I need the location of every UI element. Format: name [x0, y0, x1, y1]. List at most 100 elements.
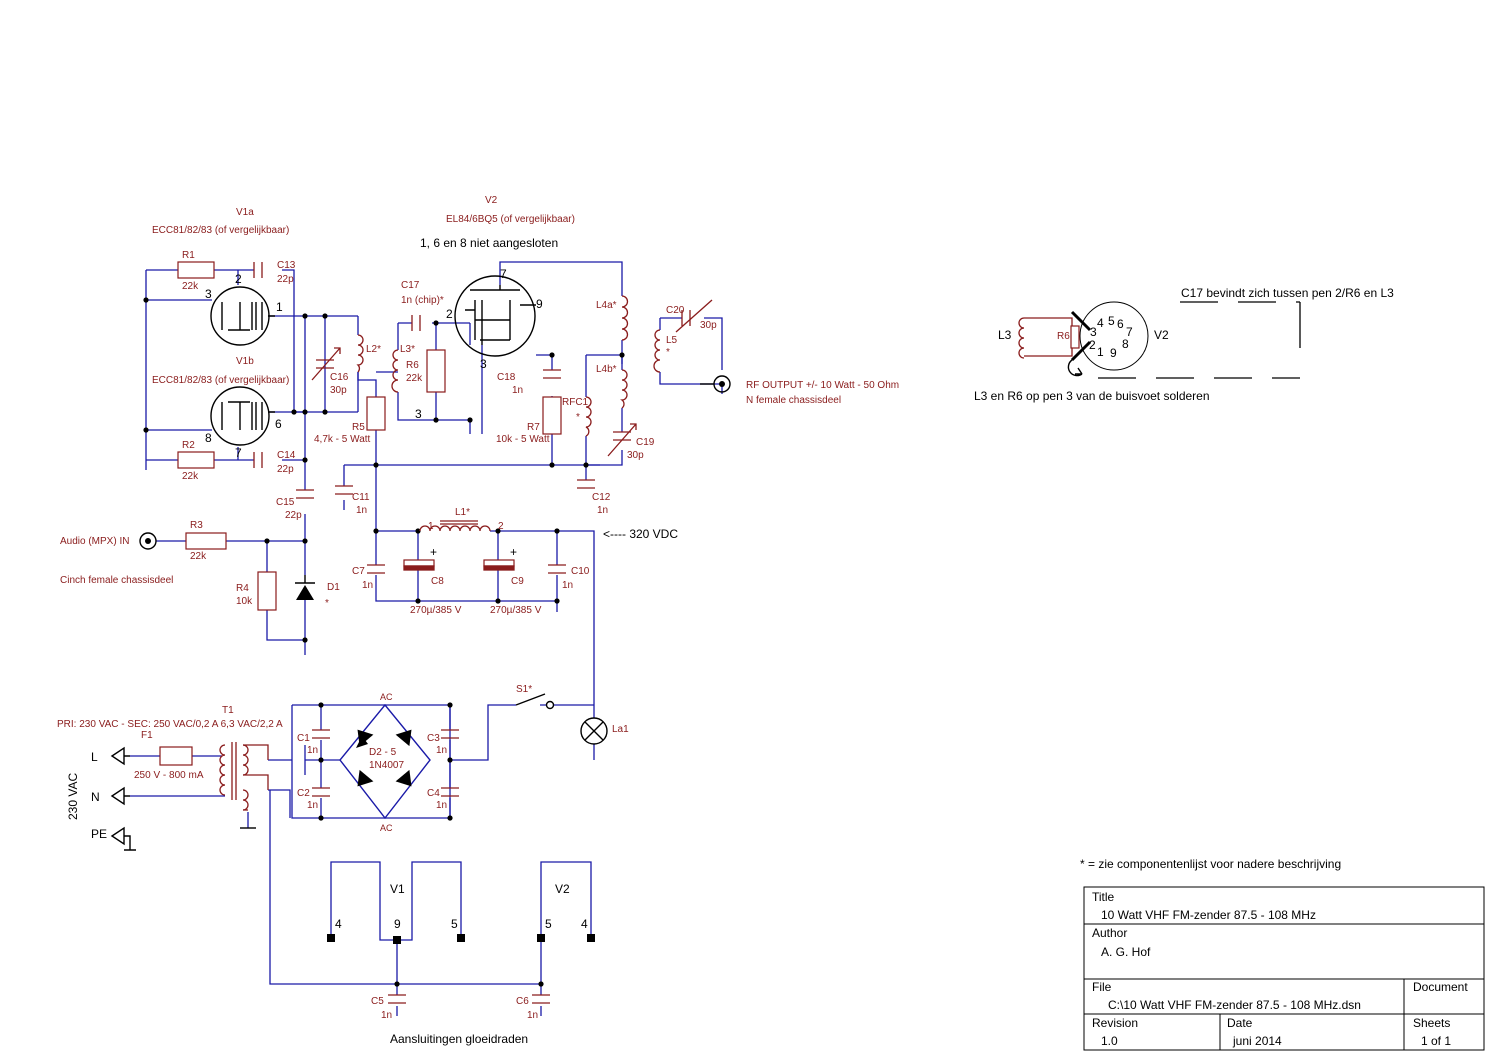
resistor-r4 [257, 571, 277, 611]
svg-text:C8: C8 [431, 576, 444, 587]
svg-text:22p: 22p [285, 510, 302, 521]
v2-note: 1, 6 en 8 niet aangesloten [420, 236, 558, 250]
svg-text:RFC1: RFC1 [562, 397, 589, 408]
svg-text:C7: C7 [352, 566, 365, 577]
v2-type: EL84/6BQ5 (of vergelijkbaar) [446, 214, 575, 225]
svg-text:22k: 22k [406, 373, 423, 384]
svg-text:8: 8 [205, 431, 212, 445]
svg-text:Title: Title [1092, 890, 1115, 904]
capacitor-c14 [253, 452, 263, 468]
svg-text:C15: C15 [276, 497, 295, 508]
svg-text:L4b*: L4b* [596, 364, 617, 375]
svg-text:1n: 1n [436, 745, 447, 756]
svg-text:2: 2 [1089, 338, 1096, 352]
bridge-rectifier [339, 703, 431, 820]
svg-text:C13: C13 [277, 260, 296, 271]
svg-text:1: 1 [276, 300, 283, 314]
svg-text:22k: 22k [182, 281, 199, 292]
svg-text:7: 7 [1126, 325, 1133, 339]
svg-text:L3*: L3* [400, 344, 415, 355]
capacitor-c6 [532, 994, 550, 1004]
capacitor-c13 [253, 262, 263, 278]
svg-text:30p: 30p [330, 385, 347, 396]
svg-text:Revision: Revision [1092, 1016, 1138, 1030]
title-block [1083, 886, 1485, 1051]
capacitor-c15 [296, 489, 314, 499]
capacitor-c3 [441, 729, 459, 739]
svg-text:D2 - 5: D2 - 5 [369, 747, 397, 758]
svg-text:R3: R3 [190, 520, 203, 531]
svg-text:*: * [666, 347, 670, 358]
svg-text:V1: V1 [390, 882, 405, 896]
svg-text:V2: V2 [555, 882, 570, 896]
svg-text:Audio (MPX) IN: Audio (MPX) IN [60, 536, 129, 547]
svg-text:6: 6 [275, 417, 282, 431]
capacitor-c16 [316, 359, 334, 369]
svg-text:C2: C2 [297, 788, 310, 799]
svg-text:270µ/385 V: 270µ/385 V [490, 605, 542, 616]
svg-text:1n: 1n [307, 745, 318, 756]
svg-text:C10: C10 [571, 566, 590, 577]
svg-text:3: 3 [415, 407, 422, 421]
svg-text:4: 4 [335, 917, 342, 931]
svg-text:8: 8 [1122, 337, 1129, 351]
socket-caption: L3 en R6 op pen 3 van de buisvoet solder… [974, 389, 1210, 403]
svg-text:L: L [91, 750, 98, 764]
svg-text:L1*: L1* [455, 507, 470, 518]
svg-text:F1: F1 [141, 730, 153, 741]
svg-text:AC: AC [380, 692, 393, 702]
svg-text:9: 9 [394, 917, 401, 931]
svg-text:Date: Date [1227, 1016, 1253, 1030]
svg-text:2: 2 [446, 307, 453, 321]
svg-text:La1: La1 [612, 724, 629, 735]
inductor-rfc1 [585, 396, 592, 437]
svg-text:AC: AC [380, 823, 393, 833]
v1b-type: ECC81/82/83 (of vergelijkbaar) [152, 375, 289, 386]
c20-trim [675, 299, 713, 333]
svg-text:PRI: 230 VAC - SEC: 250 VAC/0,: PRI: 230 VAC - SEC: 250 VAC/0,2 A 6,3 VA… [57, 719, 283, 730]
svg-text:2: 2 [235, 272, 242, 286]
svg-text:22p: 22p [277, 464, 294, 475]
capacitor-c12 [577, 479, 595, 489]
svg-text:C5: C5 [371, 996, 384, 1007]
resistor-r6 [426, 349, 446, 393]
svg-text:Cinch female chassisdeel: Cinch female chassisdeel [60, 575, 173, 586]
capacitor-c18 [543, 369, 561, 379]
capacitor-c1 [312, 729, 330, 739]
svg-text:22p: 22p [277, 274, 294, 285]
inductor-l3 [391, 349, 399, 393]
svg-text:R5: R5 [352, 422, 365, 433]
tube-v1a [210, 286, 275, 346]
rf-connector [700, 375, 731, 393]
svg-text:File: File [1092, 980, 1112, 994]
pin-labels: 2 3 1 6 8 7 7 2 9 3 3 [205, 267, 543, 460]
capacitor-c4 [441, 787, 459, 797]
resistor-r2 [177, 451, 215, 469]
svg-text:22k: 22k [190, 551, 207, 562]
svg-text:*: * [576, 412, 580, 423]
tube-v2 [454, 275, 536, 357]
svg-text:1n: 1n [597, 505, 608, 516]
resistor-r5 [366, 396, 386, 431]
tube-socket-detail [1018, 301, 1301, 379]
svg-text:T1: T1 [222, 705, 234, 716]
svg-text:30p: 30p [627, 450, 644, 461]
file-value: C:\10 Watt VHF FM-zender 87.5 - 108 MHz.… [1108, 998, 1361, 1012]
fuse-f1 [159, 746, 193, 766]
capacitor-c5 [388, 994, 406, 1004]
c16-trim [311, 347, 341, 381]
resistor-r7 [542, 396, 562, 435]
svg-text:1n (chip)*: 1n (chip)* [401, 295, 444, 306]
svg-text:V2: V2 [1154, 328, 1169, 342]
svg-text:1n: 1n [381, 1010, 392, 1021]
audio-connector [139, 532, 157, 550]
inductor-l2 [356, 334, 364, 373]
svg-text:<---- 320 VDC: <---- 320 VDC [603, 527, 678, 541]
svg-text:S1*: S1* [516, 684, 532, 695]
svg-text:R6: R6 [1057, 331, 1070, 342]
heater-labels: V1 V2 4 9 5 5 4 Aansluitingen gloeidrade… [335, 882, 588, 1046]
lamp-la1 [580, 717, 608, 745]
svg-text:L4a*: L4a* [596, 300, 617, 311]
svg-text:5: 5 [451, 917, 458, 931]
